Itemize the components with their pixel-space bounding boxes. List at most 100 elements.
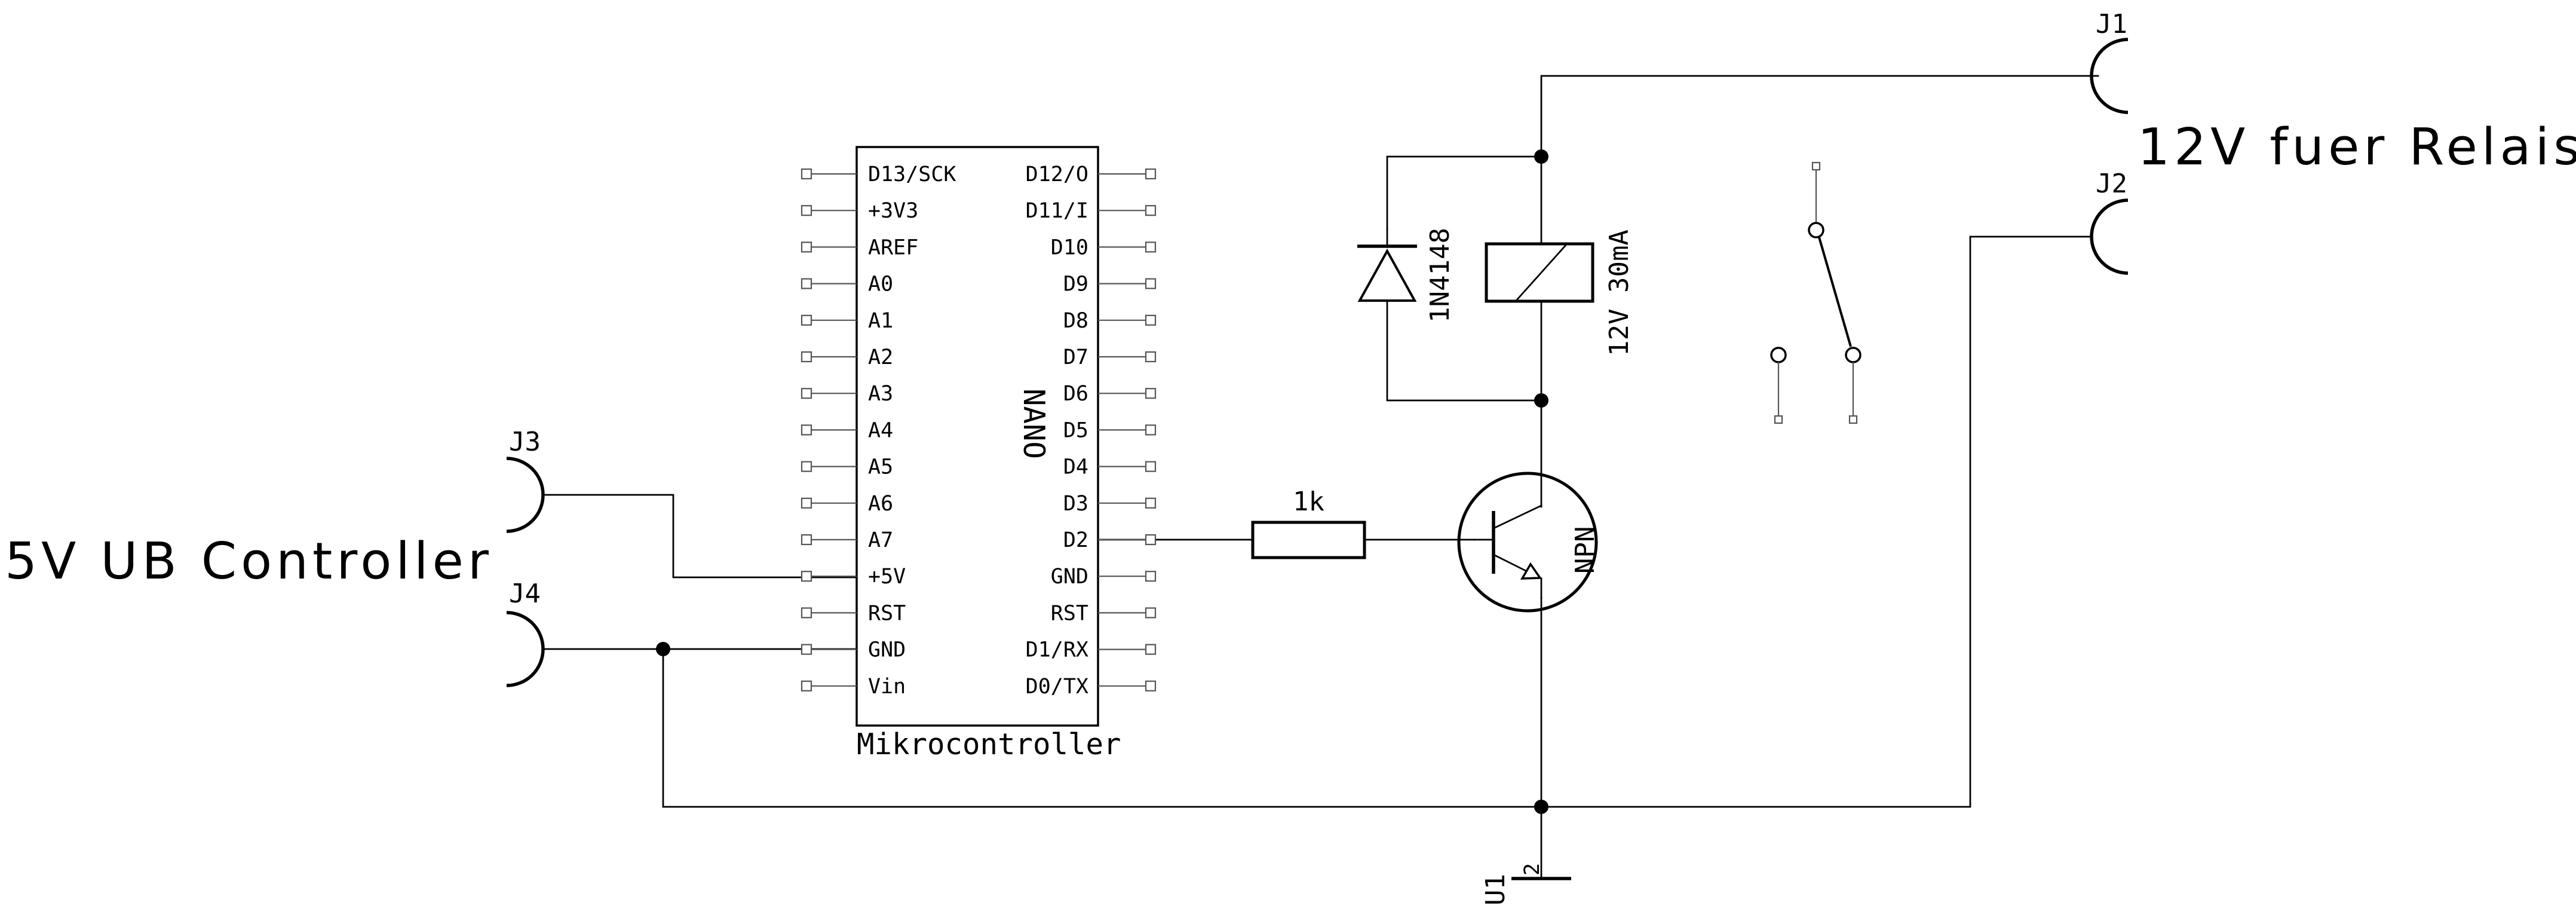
pin-pad (1145, 205, 1157, 216)
contact-pin-pad (1774, 415, 1783, 424)
pin-label: D11/I (1026, 199, 1088, 223)
relay-coil: 12V 30mA (1485, 229, 1634, 356)
npn-transistor: NPN (1457, 472, 1600, 613)
module-pin: RST (1051, 601, 1157, 625)
pin-label: A1 (868, 309, 893, 333)
pin-pad (1145, 424, 1157, 436)
diode-label: 1N4148 (1425, 228, 1455, 323)
ground-u1: 2 U1 (1480, 863, 1571, 905)
pin-label: D9 (1063, 273, 1088, 296)
pin-pad (1145, 571, 1157, 582)
junction-dot (656, 642, 670, 656)
connector-j3-label: J3 (509, 427, 541, 457)
pin-pad (801, 607, 812, 619)
module-pin: Vin (801, 675, 906, 699)
module-pin: D5 (1063, 418, 1157, 442)
wires (542, 75, 2092, 880)
module-pin: D7 (1063, 345, 1157, 369)
pin-label: Vin (868, 675, 906, 699)
pin-label: A0 (868, 273, 893, 296)
module-pin: D3 (1063, 492, 1157, 516)
pin-pad (801, 205, 812, 216)
pin-pad (1145, 241, 1157, 253)
pin-pad (1145, 388, 1157, 399)
module-pin: D11/I (1026, 199, 1157, 223)
contact-normally-closed (1845, 347, 1862, 363)
module-pin: +3V3 (801, 199, 918, 223)
module-body (855, 146, 1099, 727)
pin-pad (801, 314, 812, 326)
relay-coil-slash (1514, 243, 1568, 302)
pin-label: D4 (1063, 455, 1088, 479)
module-pin: A4 (801, 418, 893, 442)
supply-5v-label: 5V UB Controller (5, 532, 493, 591)
module-pin: D6 (1063, 382, 1157, 406)
module-pin: D8 (1063, 309, 1157, 333)
pin-label: GND (868, 638, 906, 662)
pin-pad (801, 424, 812, 436)
pin-label: D5 (1063, 418, 1088, 442)
pin-pad (801, 461, 812, 472)
module-pin: AREF (801, 235, 918, 259)
connector-j2: J2 (2090, 169, 2129, 275)
junction-dot (1534, 393, 1548, 408)
junction-dot (1534, 800, 1548, 814)
pin-pad (1145, 680, 1157, 691)
pin-label: D0/TX (1026, 675, 1088, 699)
pin-pad (801, 388, 812, 399)
resistor-1k: 1k (1251, 486, 1366, 559)
resistor-body (1251, 521, 1366, 559)
pin-pad (1145, 497, 1157, 509)
connector-j3: J3 (506, 427, 545, 533)
module-pin: D10 (1051, 235, 1157, 259)
module-pin: GND (801, 638, 906, 662)
transistor-label: NPN (1570, 527, 1600, 574)
pin-pad (1145, 278, 1157, 289)
connector-j3-symbol (506, 457, 545, 533)
pin-pad (1145, 461, 1157, 472)
transistor-collector (1492, 504, 1542, 530)
pin-pad (801, 351, 812, 363)
pin-pad (801, 680, 812, 691)
junction-dot (1534, 149, 1548, 164)
pin-label: A4 (868, 418, 893, 442)
contact-common (1808, 222, 1824, 238)
connector-j4-label: J4 (509, 579, 541, 609)
connector-j4: J4 (506, 579, 545, 687)
pin-pad (1145, 351, 1157, 363)
pin-label: +5V (868, 565, 906, 589)
pin-pad (801, 497, 812, 509)
module-pin: A6 (801, 492, 893, 516)
module-pin: D1/RX (1026, 638, 1157, 662)
pin-pad (1145, 644, 1157, 655)
pin-pad (1145, 534, 1157, 546)
module-pin: D9 (1063, 273, 1157, 296)
relay-contact (1770, 161, 1862, 424)
pin-label: A5 (868, 455, 893, 479)
pin-pad (801, 534, 812, 546)
pin-pad (801, 644, 812, 655)
pin-pad (1145, 314, 1157, 326)
module-pin: A3 (801, 382, 893, 406)
pin-label: D10 (1051, 235, 1088, 259)
module-pin: D0/TX (1026, 675, 1157, 699)
diode-1n4148: 1N4148 (1357, 228, 1455, 323)
transistor-emitter-arrow (1520, 562, 1542, 580)
wire-12v-rail (1540, 75, 2092, 158)
module-left-pins: D13/SCK+3V3AREFA0A1A2A3A4A5A6A7+5VRSTGND… (801, 163, 956, 699)
module-pin: GND (1051, 565, 1157, 589)
module-pin: RST (801, 601, 906, 625)
wire-j3-5v (542, 494, 858, 579)
module-name-label: Mikrocontroller (857, 727, 1121, 761)
pin-label: D12/O (1026, 163, 1088, 186)
relay-coil-box (1485, 242, 1594, 303)
module-pin: D2 (1063, 528, 1157, 552)
pin-label: A6 (868, 492, 893, 516)
pin-pad (1145, 168, 1157, 180)
pin-label: +3V3 (868, 199, 918, 223)
ground-pin-number: 2 (1520, 863, 1544, 876)
pin-label: D13/SCK (868, 163, 956, 186)
module-pin: A5 (801, 455, 893, 479)
module-type-label: NANO (1017, 388, 1051, 459)
